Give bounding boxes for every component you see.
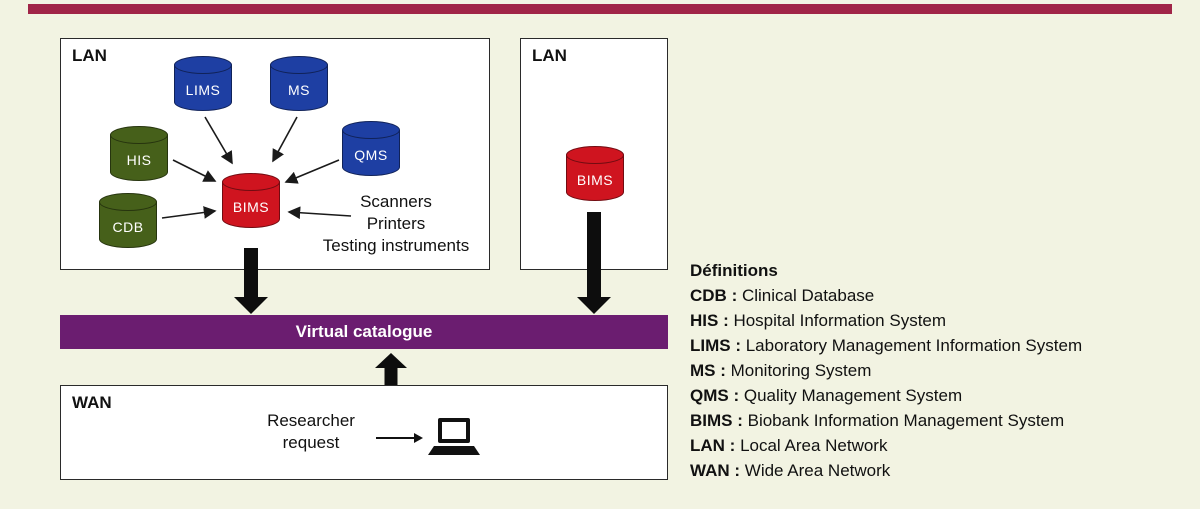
cylinder-top — [270, 56, 328, 74]
lan-right-box: LAN BIMS — [520, 38, 668, 270]
bims-right-to-catalogue-arrow — [577, 212, 611, 314]
cylinder-label: LIMS — [185, 82, 221, 98]
database-cylinder-bims: BIMS — [222, 173, 280, 229]
cylinder-top — [174, 56, 232, 74]
cylinder-label: QMS — [354, 147, 388, 163]
definitions-panel: Définitions CDB : Clinical Database HIS … — [690, 258, 1170, 483]
database-cylinder-ms: MS — [270, 56, 328, 112]
database-cylinder-cdb: CDB — [99, 193, 157, 249]
peripheral-item: Scanners — [360, 192, 432, 211]
definition-item: WAN : Wide Area Network — [690, 461, 891, 480]
researcher-request-text: Researcher request — [267, 411, 355, 452]
database-cylinder-qms: QMS — [342, 121, 400, 177]
cylinder-top — [222, 173, 280, 191]
definition-item: LIMS : Laboratory Management Information… — [690, 336, 1083, 355]
database-cylinder-bims-right: BIMS — [566, 146, 624, 202]
cylinder-top — [566, 146, 624, 164]
cylinder-label: CDB — [112, 219, 144, 235]
top-accent-bar — [28, 4, 1172, 14]
request-to-laptop-arrow — [376, 433, 423, 443]
database-cylinder-lims: LIMS — [174, 56, 232, 112]
lan-left-box: LAN LIMS MS HIS — [60, 38, 490, 270]
definition-item: CDB : Clinical Database — [690, 286, 875, 305]
virtual-catalogue-bar: Virtual catalogue — [60, 315, 668, 349]
cylinder-label: BIMS — [576, 172, 614, 188]
cylinder-top — [110, 126, 168, 144]
definition-item: BIMS : Biobank Information Management Sy… — [690, 411, 1065, 430]
laptop-icon — [427, 416, 481, 467]
lan-left-label: LAN — [72, 46, 107, 65]
peripheral-item: Printers — [366, 214, 426, 233]
peripheral-item: Testing instruments — [322, 236, 470, 255]
definition-item: QMS : Quality Management System — [690, 386, 963, 405]
definitions-title: Définitions — [690, 261, 778, 280]
peripherals-list: Scanners Printers Testing instruments — [301, 191, 491, 257]
cylinder-label: MS — [288, 82, 310, 98]
wan-label: WAN — [72, 393, 112, 412]
definition-item: HIS : Hospital Information System — [690, 311, 947, 330]
database-cylinder-his: HIS — [110, 126, 168, 182]
cylinder-top — [342, 121, 400, 139]
lan-right-label: LAN — [532, 46, 567, 65]
cylinder-label: BIMS — [232, 199, 270, 215]
cylinder-label: HIS — [126, 152, 152, 168]
cylinder-top — [99, 193, 157, 211]
definition-item: MS : Monitoring System — [690, 361, 872, 380]
cylinder-body — [342, 130, 400, 176]
bims-left-to-catalogue-arrow — [234, 248, 268, 314]
virtual-catalogue-label: Virtual catalogue — [295, 322, 433, 341]
definition-item: LAN : Local Area Network — [690, 436, 888, 455]
wan-box: WAN Researcher request — [60, 385, 668, 480]
